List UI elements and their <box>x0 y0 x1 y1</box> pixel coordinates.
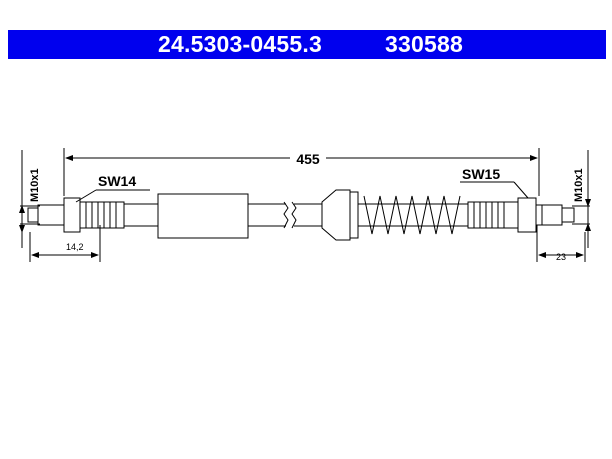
left-thread-label: M10x1 <box>29 168 41 202</box>
sw15-label: SW15 <box>462 166 500 182</box>
right-length-dimension <box>536 225 586 262</box>
right-fitting <box>467 197 575 233</box>
right-thread-dimension <box>572 150 591 248</box>
right-thread-label: M10x1 <box>573 168 585 202</box>
sw15-leader <box>460 181 529 199</box>
overall-length-label: 455 <box>296 151 320 167</box>
sw14-label: SW14 <box>98 173 136 189</box>
right-dim-label: 23 <box>556 252 566 262</box>
spring-guard <box>321 189 468 241</box>
left-length-dimension <box>29 225 101 262</box>
sw14-leader <box>75 189 150 203</box>
part-number: 24.5303-0455.3 <box>158 31 322 57</box>
hose-body <box>124 193 322 239</box>
left-dim-label: 14,2 <box>66 242 84 252</box>
left-thread-dimension <box>19 150 40 248</box>
title-bar: 24.5303-0455.3 330588 <box>8 30 606 59</box>
reference-number: 330588 <box>385 31 463 57</box>
overall-length-dimension <box>63 148 540 196</box>
left-fitting <box>27 197 125 233</box>
